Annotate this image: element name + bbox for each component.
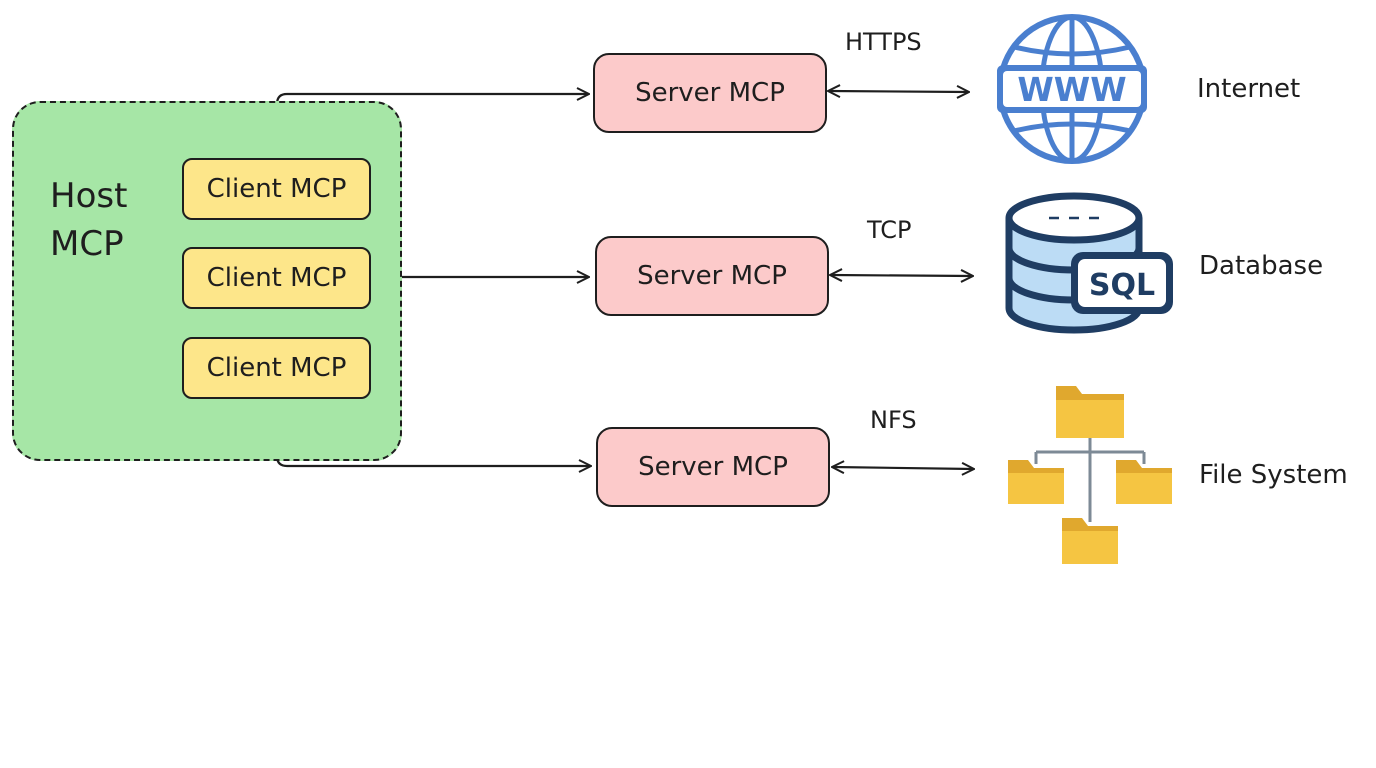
resource-label-filesystem: File System xyxy=(1199,460,1348,490)
client-mcp-3[interactable]: Client MCP xyxy=(182,337,371,399)
arrow-server3-filesystem xyxy=(833,467,973,469)
globe-www-icon: WWW xyxy=(997,14,1147,164)
globe-www-text: WWW xyxy=(1017,70,1126,109)
arrow-server2-database xyxy=(831,275,972,276)
sql-text: SQL xyxy=(1089,268,1155,303)
folder-tree-icon xyxy=(1008,386,1172,564)
server-mcp-filesystem[interactable]: Server MCP xyxy=(596,427,830,507)
arrow-server1-internet xyxy=(829,91,968,92)
server-mcp-internet[interactable]: Server MCP xyxy=(593,53,827,133)
host-mcp-title: Host MCP xyxy=(50,176,128,264)
client-mcp-1[interactable]: Client MCP xyxy=(182,158,371,220)
protocol-label-nfs: NFS xyxy=(870,406,917,434)
server-mcp-database[interactable]: Server MCP xyxy=(595,236,829,316)
resource-label-internet: Internet xyxy=(1197,74,1301,104)
sql-database-icon: SQL xyxy=(1005,192,1173,334)
protocol-label-https: HTTPS xyxy=(845,28,922,56)
resource-label-database: Database xyxy=(1199,251,1324,281)
client-mcp-2[interactable]: Client MCP xyxy=(182,247,371,309)
protocol-label-tcp: TCP xyxy=(867,216,912,244)
